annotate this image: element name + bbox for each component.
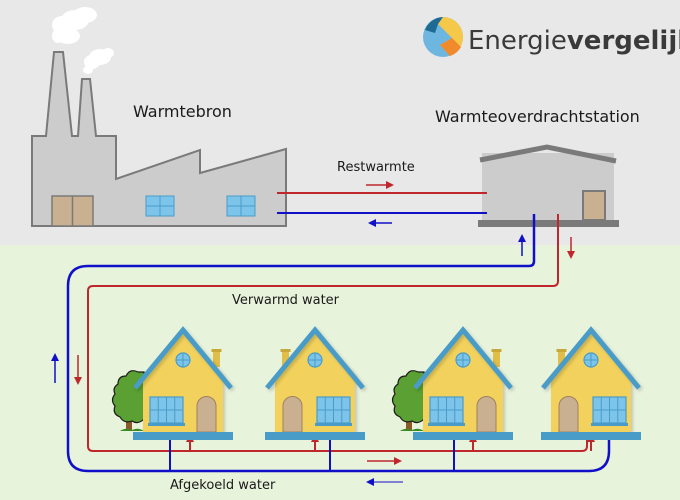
residual-heat-label: Restwarmte [337, 160, 415, 175]
factory-window [145, 195, 175, 217]
house-base [133, 432, 233, 440]
house-roof [413, 326, 513, 390]
houses [111, 326, 641, 440]
chimney [493, 351, 500, 367]
chimney [213, 351, 220, 367]
house [541, 326, 641, 440]
chimney [282, 351, 289, 367]
round-window-icon [455, 352, 471, 368]
station-roof [479, 144, 617, 164]
energievergelijk-logo[interactable]: Energievergelijk [423, 17, 680, 57]
house [111, 326, 233, 440]
heat-source-label: Warmtebron [133, 102, 232, 121]
house [391, 326, 513, 440]
house-door [282, 396, 303, 433]
station-door [582, 190, 606, 221]
factory-smoke [52, 7, 114, 74]
house-roof [541, 326, 641, 390]
factory [31, 7, 287, 227]
house-window [591, 396, 628, 426]
house-door [196, 396, 217, 433]
heated-water-label: Verwarmd water [232, 293, 340, 308]
cooled-water-label: Afgekoeld water [170, 478, 276, 493]
transfer-station [478, 144, 619, 227]
chimney [558, 351, 565, 367]
logo-text-light: Energie [468, 26, 567, 56]
factory-door [51, 195, 94, 227]
house-base [541, 432, 641, 440]
house-door [558, 396, 579, 433]
cooled-water-pipe-loop [66, 214, 611, 473]
house [265, 326, 365, 440]
round-window-icon [175, 352, 191, 368]
house-roof [265, 326, 365, 390]
factory-building [31, 51, 287, 227]
house-roof [133, 326, 233, 390]
round-window-icon [307, 352, 323, 368]
station-foundation [478, 220, 619, 227]
transfer-station-label: Warmteoverdrachtstation [435, 107, 640, 126]
round-window-icon [583, 352, 599, 368]
svg-text:Energievergelijk: Energievergelijk [468, 26, 680, 56]
house-base [413, 432, 513, 440]
house-door [476, 396, 497, 433]
house-base [265, 432, 365, 440]
heated-water-pipe-loop [87, 214, 588, 452]
house-window [315, 396, 352, 426]
house-window [428, 396, 465, 426]
house-window [148, 396, 185, 426]
logo-icon [423, 17, 464, 57]
factory-window [226, 195, 256, 217]
logo-text-bold: vergelijk [567, 26, 680, 56]
